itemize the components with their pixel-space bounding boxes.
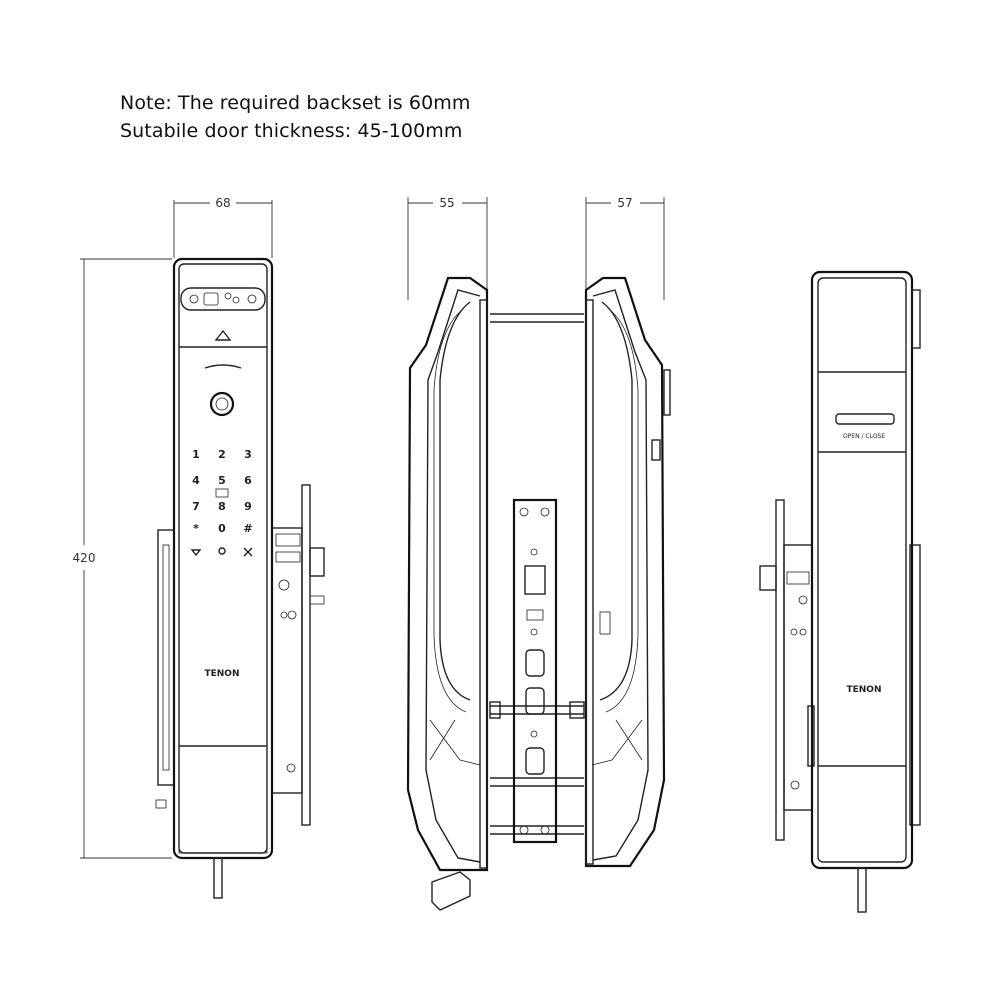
side-mortise-faceplate [512,498,558,844]
back-lock-body: OPEN / CLOSE TENON [810,270,921,913]
side-left-dimension: 55 [407,196,488,300]
key-hash: # [243,522,252,535]
thumb-turn-slider [835,413,895,425]
side-left-depth-label: 55 [439,196,454,210]
key-6: 6 [244,474,252,487]
front-height-label: 420 [73,551,96,565]
key-4: 4 [192,474,200,487]
brand-logo-front: TENON [204,669,239,679]
key-3: 3 [244,448,252,461]
side-right-depth-label: 57 [617,196,632,210]
side-connecting-rods [489,313,585,835]
back-mortise [759,499,921,841]
front-keypad: 1 2 3 4 5 6 7 8 9 * 0 # [190,448,253,557]
key-5: 5 [218,474,226,487]
front-width-label: 68 [215,196,230,210]
clear-icon [243,547,253,557]
key-8: 8 [218,500,226,513]
doorbell-icon [190,549,202,557]
side-right-handle [584,276,671,868]
note-door-thickness: Sutabile door thickness: 45-100mm [120,120,463,142]
key-star: * [193,522,199,535]
key-1: 1 [192,448,200,461]
key-2: 2 [218,448,226,461]
front-lock-body [172,257,274,899]
side-left-handle [406,276,489,911]
side-right-dimension: 57 [585,196,665,300]
front-mortise [155,484,325,826]
key-7: 7 [192,500,200,513]
front-height-dimension: 420 [73,258,172,859]
key-0: 0 [218,522,226,535]
note-backset: Note: The required backset is 60mm [120,92,471,114]
brand-logo-back: TENON [846,685,881,695]
back-view: OPEN / CLOSE TENON [759,270,921,913]
side-view: 55 57 [406,196,671,911]
front-width-dimension: 68 [173,196,273,258]
key-9: 9 [244,500,252,513]
front-view: 68 420 [73,196,325,899]
lock-icon [218,547,226,555]
open-close-label: OPEN / CLOSE [843,433,885,440]
key-icon [431,871,471,911]
